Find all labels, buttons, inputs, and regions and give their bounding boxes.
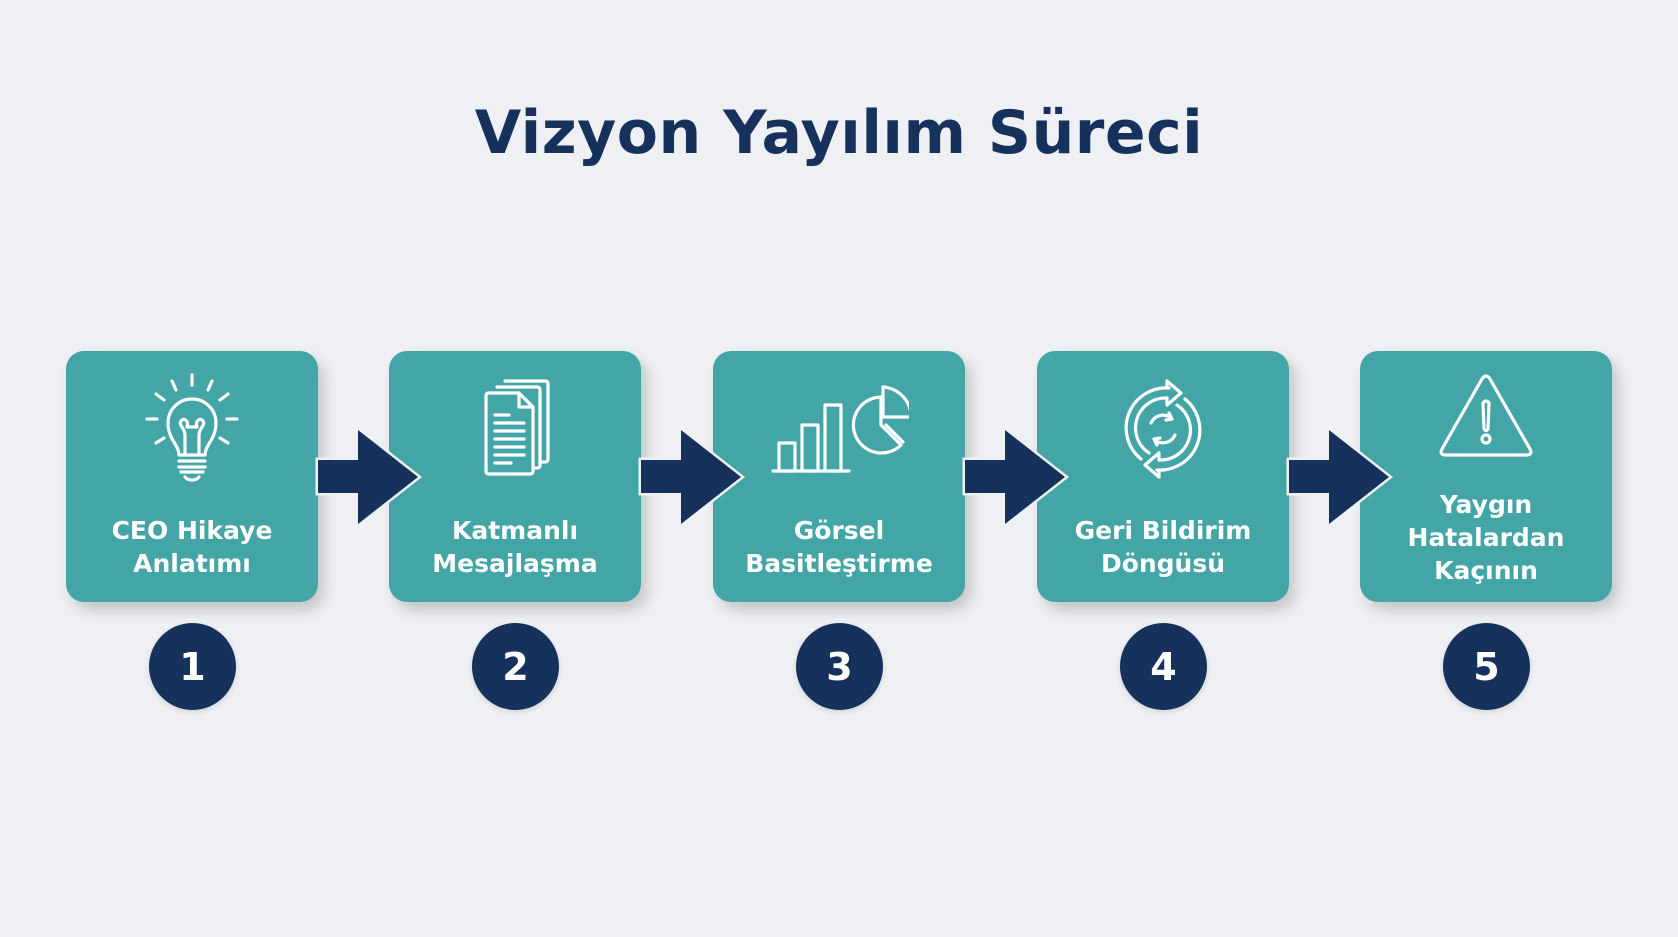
step-label-5: Yaygın Hatalardan Kaçının xyxy=(1407,490,1565,585)
step-number-badge-5: 5 xyxy=(1443,623,1530,710)
step-label-1: CEO Hikaye Anlatımı xyxy=(111,515,273,578)
refresh-cycle-icon xyxy=(1103,373,1223,485)
step-label-3: Görsel Basitleştirme xyxy=(745,515,933,578)
page-title: Vizyon Yayılım Süreci xyxy=(474,98,1204,168)
bar-pie-chart-icon xyxy=(769,373,909,485)
arrow-right-icon xyxy=(315,424,428,530)
lightbulb-icon xyxy=(132,373,252,485)
arrow-right-icon xyxy=(962,424,1075,530)
step-box-3: Görsel Basitleştirme xyxy=(713,351,965,602)
arrow-right-icon xyxy=(1286,424,1399,530)
step-number-badge-1: 1 xyxy=(149,623,236,710)
step-box-1: CEO Hikaye Anlatımı xyxy=(66,351,318,602)
step-box-2: Katmanlı Mesajlaşma xyxy=(389,351,641,602)
step-box-5: Yaygın Hatalardan Kaçının xyxy=(1360,351,1612,602)
documents-icon xyxy=(455,373,575,485)
step-box-4: Geri Bildirim Döngüsü xyxy=(1037,351,1289,602)
step-label-2: Katmanlı Mesajlaşma xyxy=(432,515,598,578)
step-number-badge-4: 4 xyxy=(1120,623,1207,710)
step-number-badge-2: 2 xyxy=(472,623,559,710)
arrow-right-icon xyxy=(638,424,751,530)
step-label-4: Geri Bildirim Döngüsü xyxy=(1074,515,1252,578)
step-number-badge-3: 3 xyxy=(796,623,883,710)
warning-triangle-icon xyxy=(1426,369,1546,469)
